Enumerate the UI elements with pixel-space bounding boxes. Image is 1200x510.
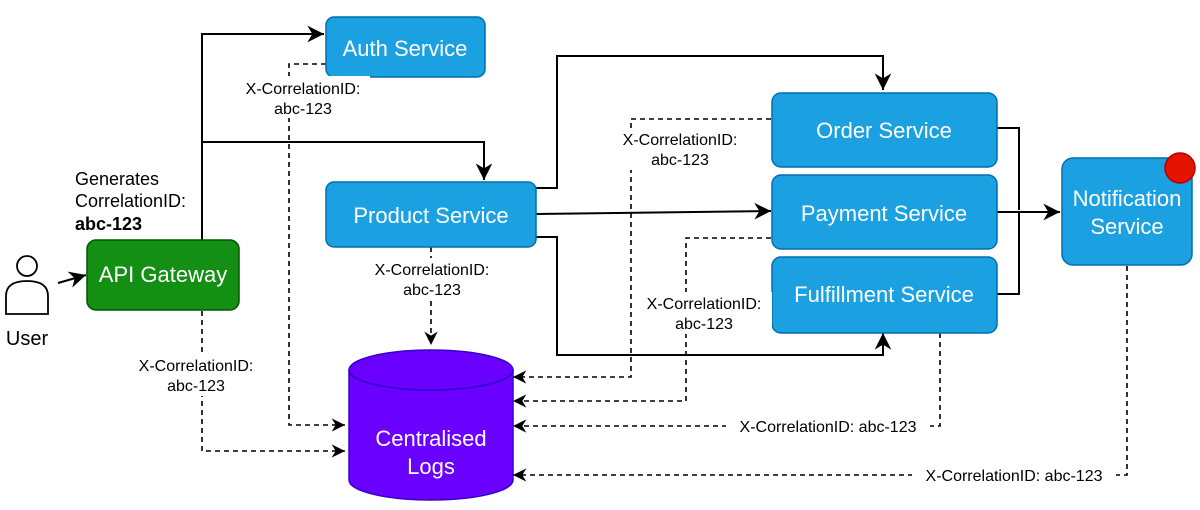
corr-label-order: X-CorrelationID: abc-123 xyxy=(612,128,748,170)
corr-label-notification-text: X-CorrelationID: abc-123 xyxy=(926,468,1103,485)
corr-label-fulfillment: X-CorrelationID: abc-123 xyxy=(726,416,930,436)
notification-service-node[interactable]: Notification Service xyxy=(1061,152,1196,266)
corr-label-product-value: abc-123 xyxy=(403,282,461,299)
corr-label-gateway-key: X-CorrelationID: xyxy=(139,358,254,375)
corr-label-order-key: X-CorrelationID: xyxy=(623,132,738,149)
log-edge-notification xyxy=(513,266,1128,482)
notification-service-label-line2: Service xyxy=(1090,214,1163,239)
edge-fulfillment-notification xyxy=(997,212,1020,295)
product-service-label: Product Service xyxy=(353,203,508,228)
fulfillment-service-label: Fulfillment Service xyxy=(794,282,974,307)
corr-label-auth: X-CorrelationID: abc-123 xyxy=(236,76,370,118)
edge-order-notification xyxy=(997,127,1020,210)
user-icon xyxy=(5,255,49,315)
auth-service-label: Auth Service xyxy=(343,36,468,61)
edge-gateway-product xyxy=(202,141,493,180)
auth-service-box[interactable] xyxy=(325,16,486,78)
generates-value: abc-123 xyxy=(75,214,142,234)
corr-label-product: X-CorrelationID: abc-123 xyxy=(364,258,500,300)
order-service-label: Order Service xyxy=(816,118,952,143)
corr-label-fulfillment-text: X-CorrelationID: abc-123 xyxy=(740,419,917,436)
fulfillment-service-node[interactable]: Fulfillment Service xyxy=(771,256,998,334)
corr-label-order-value: abc-123 xyxy=(651,152,709,169)
corr-label-auth-value: abc-123 xyxy=(274,101,332,118)
payment-service-node[interactable]: Payment Service xyxy=(771,174,998,250)
product-service-node[interactable]: Product Service xyxy=(325,181,537,248)
generates-annotation: Generates CorrelationID: abc-123 xyxy=(75,169,186,234)
corr-label-product-key: X-CorrelationID: xyxy=(375,262,490,279)
api-gateway-box[interactable] xyxy=(86,239,240,311)
edge-gateway-auth xyxy=(201,25,324,240)
user-label: User xyxy=(6,328,49,350)
corr-label-gateway-value: abc-123 xyxy=(167,378,225,395)
user-actor: User xyxy=(5,255,49,350)
edge-product-order xyxy=(536,55,892,189)
api-gateway-label: API Gateway xyxy=(99,262,227,287)
corr-label-payment-key: X-CorrelationID: xyxy=(647,296,762,313)
centralised-logs-node[interactable]: Centralised Logs xyxy=(348,349,514,501)
corr-label-notification: X-CorrelationID: abc-123 xyxy=(912,465,1116,485)
api-gateway-node[interactable]: API Gateway xyxy=(86,239,240,311)
payment-service-label: Payment Service xyxy=(801,201,967,226)
order-service-node[interactable]: Order Service xyxy=(771,92,998,168)
auth-service-node[interactable]: Auth Service xyxy=(325,16,486,78)
notification-service-label-line1: Notification xyxy=(1073,186,1182,211)
notification-service-box[interactable] xyxy=(1061,157,1193,266)
payment-service-box[interactable] xyxy=(771,174,998,250)
database-cylinder-icon[interactable] xyxy=(348,349,514,501)
logs-label-line2: Logs xyxy=(407,454,455,479)
edge-user-gateway xyxy=(57,271,87,288)
generates-line1: Generates xyxy=(75,169,159,189)
logs-label-line1: Centralised xyxy=(375,426,486,451)
log-edge-auth xyxy=(288,63,345,432)
corr-label-auth-key: X-CorrelationID: xyxy=(246,81,361,98)
red-status-dot xyxy=(1164,152,1196,184)
order-service-box[interactable] xyxy=(771,92,998,168)
corr-label-gateway: X-CorrelationID: abc-123 xyxy=(130,354,266,396)
corr-label-payment-value: abc-123 xyxy=(675,316,733,333)
corr-label-payment: X-CorrelationID: abc-123 xyxy=(636,292,772,334)
product-service-box[interactable] xyxy=(325,181,537,248)
generates-line2: CorrelationID: xyxy=(75,191,186,211)
edge-product-fulfillment xyxy=(536,236,892,356)
log-edge-fulfillment xyxy=(513,333,941,433)
solid-connectors xyxy=(57,25,1060,356)
edge-product-payment xyxy=(535,202,772,220)
